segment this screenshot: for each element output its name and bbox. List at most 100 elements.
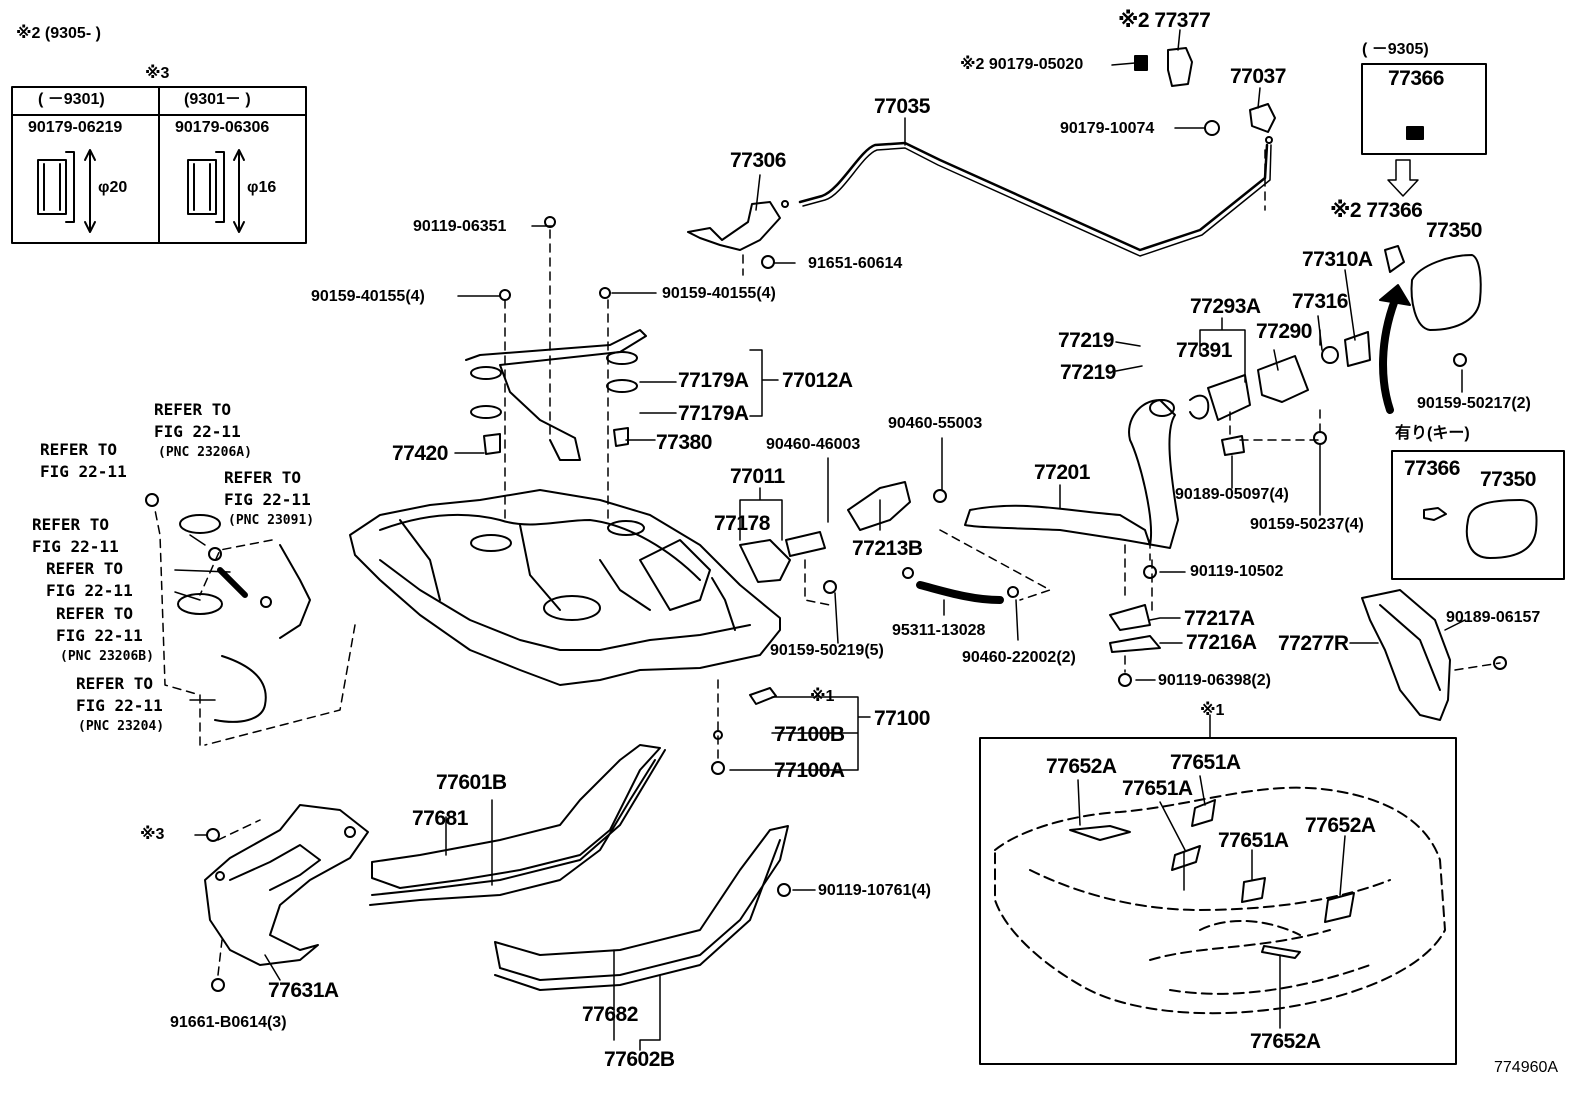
part-91651-60614: 91651-60614 [808, 255, 903, 272]
figure-id: 774960A [1494, 1059, 1559, 1076]
refer-7-b: FIG 22-11 [76, 696, 163, 715]
refer-1-c: (PNC 23206A) [158, 445, 252, 460]
part-77316: 77316 [1292, 290, 1348, 313]
part-77391: 77391 [1176, 339, 1232, 362]
refer-6-b: FIG 22-11 [56, 626, 143, 645]
part-90119-10761: 90119-10761(4) [818, 882, 931, 899]
part-77377: ※2 77377 [1118, 9, 1211, 32]
refer-6-c: (PNC 23206B) [60, 649, 154, 664]
cap-box-9305 [1361, 63, 1487, 197]
bolt-20-icon [37, 149, 96, 233]
part-77035: 77035 [874, 95, 930, 118]
part-77601B: 77601B [436, 771, 507, 794]
part-77100: 77100 [874, 707, 930, 730]
part-77631A: 77631A [268, 979, 339, 1002]
part-90119-06351: 90119-06351 [413, 218, 507, 235]
refer-4-a: REFER TO [32, 515, 110, 534]
part-90159-40155-right: 90159-40155(4) [662, 285, 776, 302]
dashed-leaders [154, 149, 1501, 976]
part-90460-22002: 90460-22002(2) [962, 649, 1076, 666]
part-90119-10502: 90119-10502 [1190, 563, 1284, 580]
refer-6-a: REFER TO [56, 604, 134, 623]
part-90159-50219: 90159-50219(5) [770, 642, 884, 659]
part-90159-40155-left: 90159-40155(4) [311, 288, 425, 305]
part-77179A-lower: 77179A [678, 402, 749, 425]
part-90119-06398: 90119-06398(2) [1158, 672, 1271, 689]
part-77290: 77290 [1256, 320, 1312, 343]
part-77366: ※2 77366 [1330, 199, 1423, 222]
inset-part-77652A-a: 77652A [1046, 755, 1117, 778]
refer-5-a: REFER TO [46, 559, 124, 578]
refer-5-b: FIG 22-11 [46, 581, 133, 600]
part-90159-50237: 90159-50237(4) [1250, 516, 1364, 533]
inset-mark: ※1 [1200, 702, 1225, 719]
key-box [1391, 450, 1565, 580]
key-box-part-a: 77366 [1404, 457, 1460, 480]
key-box-title: 有り(キー) [1395, 425, 1470, 442]
inset-part-77652A-b: 77652A [1305, 814, 1376, 837]
bolt-col2-part: 90179-06306 [175, 119, 270, 136]
small-parts-top [687, 47, 1482, 367]
part-77213B: 77213B [852, 537, 923, 560]
refer-7-c: (PNC 23204) [78, 719, 165, 734]
part-77310A: 77310A [1302, 248, 1373, 271]
bolt-col1-range: ( －9301) [38, 91, 105, 108]
inset-part-77651A-c: 77651A [1218, 829, 1289, 852]
part-90460-46003: 90460-46003 [766, 436, 861, 453]
part-77219-lower: 77219 [1060, 361, 1116, 384]
fittings [145, 216, 1507, 992]
note-mark-1: ※1 [810, 688, 835, 705]
inset-part-77652A-c: 77652A [1250, 1030, 1321, 1053]
bolt-col1-part: 90179-06219 [28, 119, 123, 136]
bolt-col2-dia: φ16 [247, 179, 277, 196]
cap-box-range: ( －9305) [1362, 41, 1429, 58]
refer-3-a: REFER TO [40, 440, 118, 459]
breather-tube [781, 136, 1273, 257]
inset-box [979, 737, 1457, 1065]
part-77012A: 77012A [782, 369, 853, 392]
refer-2-b: FIG 22-11 [224, 490, 311, 509]
inset-part-77651A-b: 77651A [1122, 777, 1193, 800]
part-77100B: 77100B [774, 723, 845, 746]
cap-box-part: 77366 [1388, 67, 1444, 90]
bolt-16-icon [187, 149, 245, 233]
top-note: ※2 (9305- ) [16, 25, 101, 42]
part-90460-55003: 90460-55003 [888, 415, 983, 432]
inset-part-77651A-a: 77651A [1170, 751, 1241, 774]
refer-3-b: FIG 22-11 [40, 462, 127, 481]
part-77217A: 77217A [1184, 607, 1255, 630]
refer-4-b: FIG 22-11 [32, 537, 119, 556]
part-90159-50217: 90159-50217(2) [1417, 395, 1531, 412]
tank-straps [369, 744, 789, 991]
filler-pipe [964, 399, 1179, 549]
bolt-col1-dia: φ20 [98, 179, 128, 196]
refer-2-c: (PNC 23091) [228, 513, 315, 528]
part-90179-05020: ※2 90179-05020 [960, 56, 1084, 73]
part-77100A: 77100A [774, 759, 845, 782]
part-77306: 77306 [730, 149, 786, 172]
part-90189-06157: 90189-06157 [1446, 609, 1541, 626]
part-77011: 77011 [730, 465, 785, 488]
part-77380: 77380 [656, 431, 712, 454]
part-77216A: 77216A [1186, 631, 1257, 654]
leader-lines [174, 29, 1466, 1051]
part-77420: 77420 [392, 442, 448, 465]
part-77201: 77201 [1034, 461, 1090, 484]
part-77219-upper: 77219 [1058, 329, 1114, 352]
part-90179-10074: 90179-10074 [1060, 120, 1155, 137]
protectors [204, 589, 1451, 966]
bolt-table-title: ※3 [145, 65, 170, 82]
part-77350: 77350 [1426, 219, 1482, 242]
part-77179A-upper: 77179A [678, 369, 749, 392]
refer-1-a: REFER TO [154, 400, 232, 419]
part-77037: 77037 [1230, 65, 1286, 88]
refer-7-a: REFER TO [76, 674, 154, 693]
part-77277R: 77277R [1278, 632, 1349, 655]
part-77602B: 77602B [604, 1048, 675, 1071]
refer-1-b: FIG 22-11 [154, 422, 241, 441]
part-91661-B0614: 91661-B0614(3) [170, 1014, 287, 1031]
bolt-col2-range: (9301－ ) [184, 91, 251, 108]
curved-arrow-icon [1379, 284, 1411, 414]
